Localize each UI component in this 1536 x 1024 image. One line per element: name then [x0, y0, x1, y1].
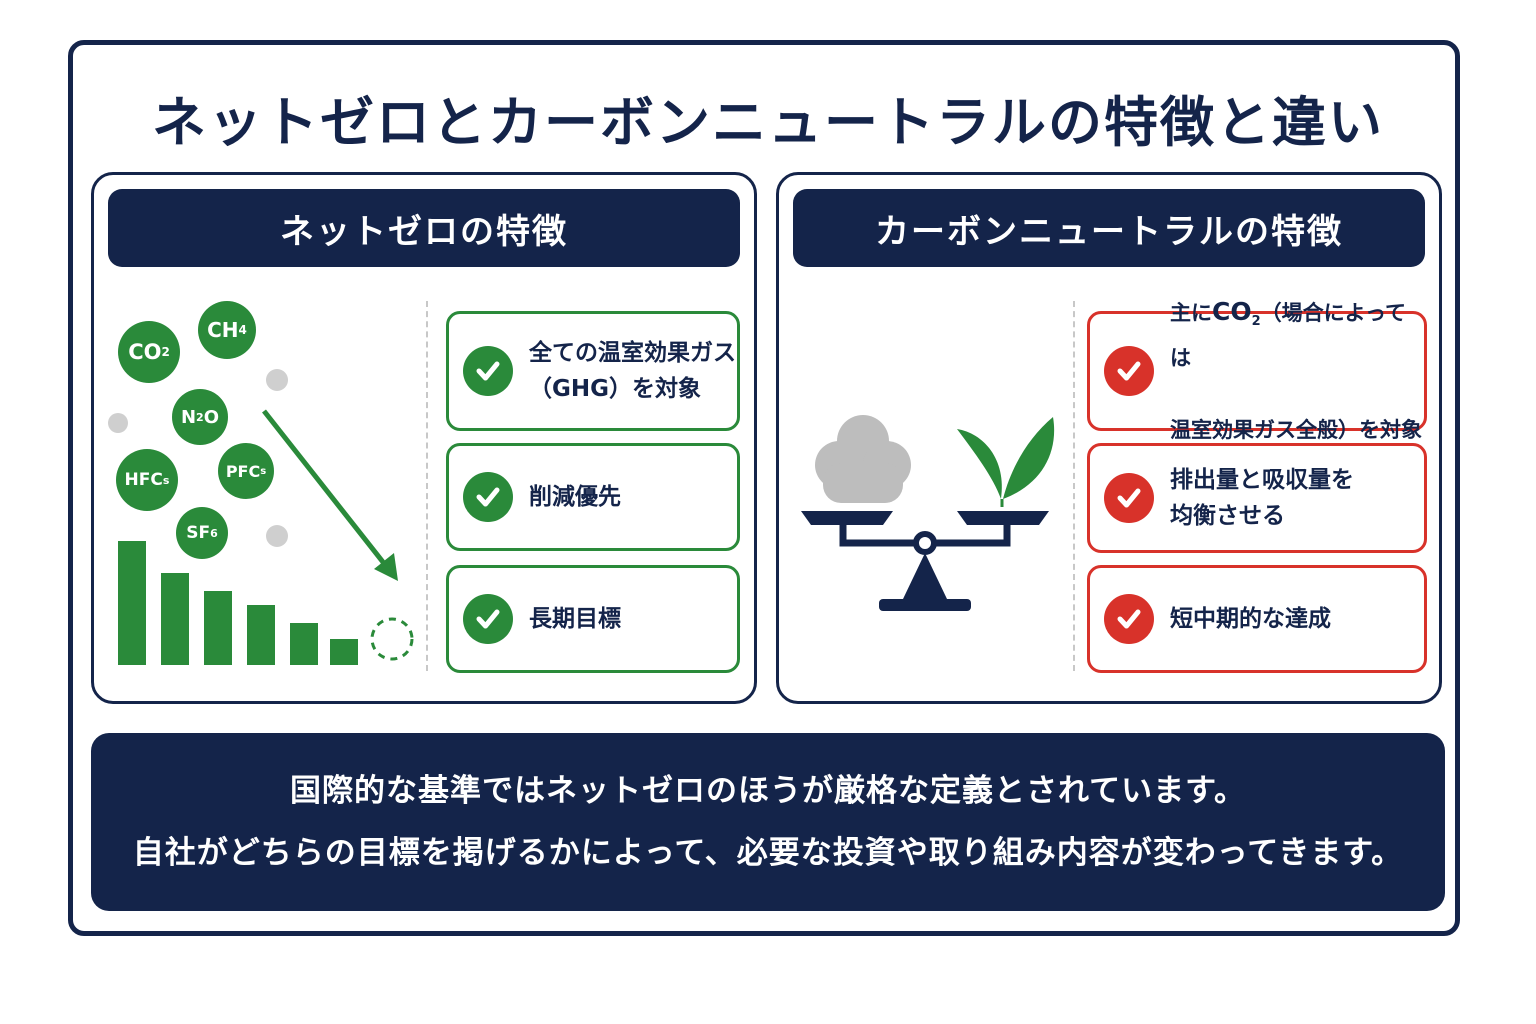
feature-text: 全ての温室効果ガス （GHG）を対象	[529, 340, 736, 402]
panel-divider	[1073, 301, 1075, 671]
gas-dot	[266, 369, 288, 391]
summary-line-1: 国際的な基準ではネットゼロのほうが厳格な定義とされています。	[290, 773, 1246, 809]
emission-bar	[247, 605, 275, 665]
cloud-icon	[815, 415, 911, 503]
feature-text: 削減優先	[529, 484, 621, 510]
summary-banner: 国際的な基準ではネットゼロのほうが厳格な定義とされています。 自社がどちらの目標…	[91, 733, 1445, 911]
downward-arrow-icon	[262, 409, 414, 661]
gas-dot	[108, 413, 128, 433]
check-icon	[463, 346, 513, 396]
leaf-icon	[957, 417, 1055, 507]
feature-text: 主にCO2（場合によっては 温室効果ガス全般）を対象	[1170, 258, 1424, 484]
emission-bar	[161, 573, 189, 665]
net-zero-header: ネットゼロの特徴	[108, 189, 740, 267]
net-zero-feature-reduction: 削減優先	[446, 443, 740, 551]
emission-bar	[204, 591, 232, 665]
carbon-neutral-feature-balance: 排出量と吸収量を 均衡させる	[1087, 443, 1427, 553]
page-title: ネットゼロとカーボンニュートラルの特徴と違い	[152, 91, 1384, 154]
carbon-neutral-header: カーボンニュートラルの特徴	[793, 189, 1425, 267]
check-icon	[463, 472, 513, 522]
net-zero-feature-long-term: 長期目標	[446, 565, 740, 673]
emission-bar	[290, 623, 318, 665]
check-icon	[1104, 346, 1154, 396]
carbon-neutral-panel: カーボンニュートラルの特徴 主にCO2（場合によっては 温室効果	[776, 172, 1442, 704]
emission-bars	[118, 539, 358, 665]
balance-scale-icon	[801, 415, 1055, 611]
carbon-neutral-feature-short-term: 短中期的な達成	[1087, 565, 1427, 673]
gas-dot	[266, 525, 288, 547]
emission-bar	[330, 639, 358, 665]
check-icon	[1104, 594, 1154, 644]
net-zero-feature-ghg: 全ての温室効果ガス （GHG）を対象	[446, 311, 740, 431]
feature-text-line: 温室効果ガス全般）を対象	[1170, 418, 1422, 443]
feature-text-line: 主にCO2（場合によっては	[1170, 296, 1406, 371]
summary-line-2: 自社がどちらの目標を掲げるかによって、必要な投資や取り組み内容が変わってきます。	[132, 835, 1404, 871]
check-icon	[1104, 473, 1154, 523]
panel-divider	[426, 301, 428, 671]
feature-text: 排出量と吸収量を 均衡させる	[1170, 467, 1354, 529]
feature-text: 短中期的な達成	[1170, 606, 1331, 632]
check-icon	[463, 594, 513, 644]
feature-text: 長期目標	[529, 606, 621, 632]
carbon-neutral-feature-co2: 主にCO2（場合によっては 温室効果ガス全般）を対象	[1087, 297, 1427, 442]
emission-bar	[118, 541, 146, 665]
